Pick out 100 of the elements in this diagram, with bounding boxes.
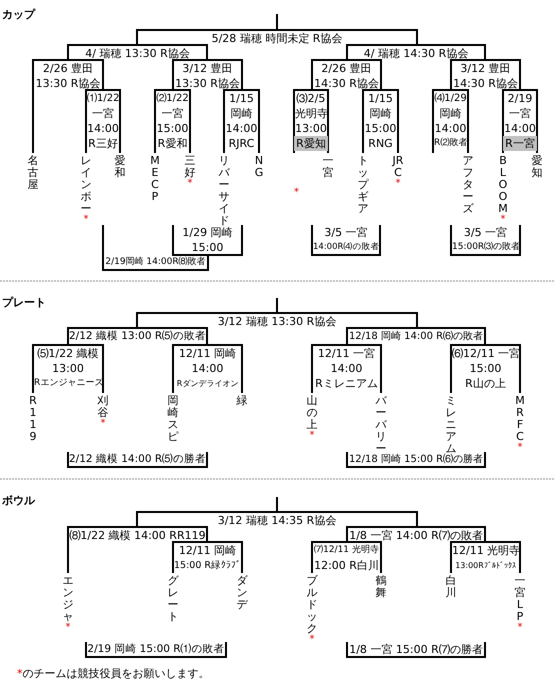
bracket-line <box>450 59 452 90</box>
bracket-line <box>241 541 243 573</box>
bracket-box <box>136 312 418 328</box>
footnote: *のチームは競技役員をお願いします。 <box>17 666 210 681</box>
match-text: ⑸1/22 織模 <box>36 346 100 361</box>
bracket-box <box>223 89 260 150</box>
team-name: リバーサイド <box>218 155 230 227</box>
team-name: 緑 <box>236 395 248 407</box>
bracket-box <box>32 59 104 90</box>
team-name: 刈谷 <box>97 395 109 419</box>
match-text: Rダンデライオン <box>176 378 240 390</box>
bracket-line <box>136 511 138 527</box>
match-text: 14:00 <box>225 121 258 136</box>
match-text: 14:00R⑷の敗者 <box>313 241 379 254</box>
match-text: ⑻1/22 織模 14:00 RR119 <box>69 528 206 543</box>
bracket-box <box>172 225 243 256</box>
match-text: RJRC <box>228 136 256 151</box>
match-text: 15:00R⑶の敗者 <box>452 240 519 254</box>
team-name: 鶴舞 <box>375 575 387 599</box>
match-text: ⑷1/29 <box>434 92 467 106</box>
match-text: 1/29 岡崎 <box>181 226 234 240</box>
note-mark: * <box>310 431 314 441</box>
match-text: 15:00 <box>364 121 397 136</box>
match-text: 2/26 豊田 <box>42 61 94 76</box>
bracket-box <box>136 511 418 527</box>
bracket-box <box>502 89 538 150</box>
bracket-line <box>206 44 208 60</box>
match-text: 12/11 光明寺 <box>452 543 519 558</box>
team-name: 三好 <box>184 155 196 179</box>
team-name: エンジャ <box>62 575 74 623</box>
match-text: 一宮 <box>508 106 532 121</box>
match-text: 15:00 R緑ｸﾗﾌﾞ <box>174 559 241 573</box>
bracket-line <box>416 29 418 45</box>
bracket-box <box>450 59 521 90</box>
section-heading: プレート <box>2 295 46 310</box>
bracket-line <box>346 327 348 345</box>
section-heading: ボウル <box>2 493 35 508</box>
bracket-line <box>258 89 260 153</box>
team-name: バーバリー <box>376 395 387 455</box>
match-text: ⑴1/22 <box>87 92 119 106</box>
match-text: 13:00 <box>295 121 327 136</box>
match-text: ⑹12/11 一宮 <box>452 346 519 361</box>
match-text: 2/19 <box>506 91 534 106</box>
note-mark: * <box>518 623 522 633</box>
bracket-line <box>484 44 486 60</box>
bracket-line <box>467 89 469 153</box>
match-text: 12/11 一宮 <box>316 346 376 361</box>
note-mark: * <box>188 179 192 189</box>
team-name: 山の上 <box>306 395 318 431</box>
team-name: R119 <box>28 395 38 443</box>
bracket-line <box>362 89 364 153</box>
match-text: 12/18 岡崎 15:00 R⑹の勝者 <box>348 452 484 467</box>
match-text: 12/11 岡崎 <box>178 543 238 558</box>
note-mark: * <box>500 215 506 225</box>
team-name: 一宮LP <box>514 575 526 623</box>
team-name: 愛和 <box>114 155 126 179</box>
bracket-line <box>311 344 313 393</box>
match-text: 15:00 <box>468 361 502 376</box>
match-text: 13:00 <box>51 361 85 376</box>
bracket-line <box>502 89 504 153</box>
bracket-line <box>397 89 399 153</box>
note-mark: * <box>518 443 522 453</box>
match-text: 3/12 豊田 <box>181 61 234 76</box>
team-name: 白川 <box>445 575 457 599</box>
match-text: 岡崎 <box>230 106 254 121</box>
bracket-line <box>85 89 87 153</box>
match-text: 14:30 R協会 <box>452 76 519 91</box>
bracket-line <box>519 541 521 573</box>
bracket-box <box>67 44 208 60</box>
team-name: 岡崎スピ <box>167 395 179 443</box>
match-text: 3/5 一宮 <box>323 225 369 240</box>
note-mark: * <box>310 635 314 645</box>
match-text: 2/19 岡崎 15:00 R⑴の敗者 <box>87 642 225 657</box>
bracket-line <box>519 59 521 90</box>
bracket-line <box>346 526 348 542</box>
team-name: BLOOM <box>497 155 509 215</box>
bracket-line <box>380 59 382 90</box>
bracket-line <box>536 89 538 153</box>
match-text: 2/12 織模 14:00 R⑸の勝者 <box>69 452 206 467</box>
match-text: 13:00Rﾌﾞﾙﾄﾞｯｸｽ <box>454 560 517 572</box>
team-name: 愛知 <box>531 155 543 179</box>
bracket-line <box>172 541 174 573</box>
bracket-line <box>154 89 156 153</box>
match-text: R⑵敗者 <box>434 136 467 150</box>
team-name: ブルドック <box>306 575 318 635</box>
match-text: RNG <box>367 136 394 151</box>
bracket-line <box>102 344 104 393</box>
bracket-line <box>102 59 104 90</box>
bracket-line <box>119 89 121 153</box>
bracket-box <box>346 44 486 60</box>
match-text: ⑺12/11 光明寺 <box>313 544 380 557</box>
match-text: R三好 <box>87 136 119 151</box>
bracket-box <box>311 225 381 256</box>
bracket-line <box>450 344 452 393</box>
bracket-line <box>241 59 243 90</box>
match-text: R愛知 <box>294 136 328 151</box>
match-text: 3/12 瑞穂 13:30 R協会 <box>216 314 338 329</box>
bracket-line <box>67 327 69 345</box>
bracket-line <box>311 59 313 90</box>
bracket-line <box>32 59 34 153</box>
